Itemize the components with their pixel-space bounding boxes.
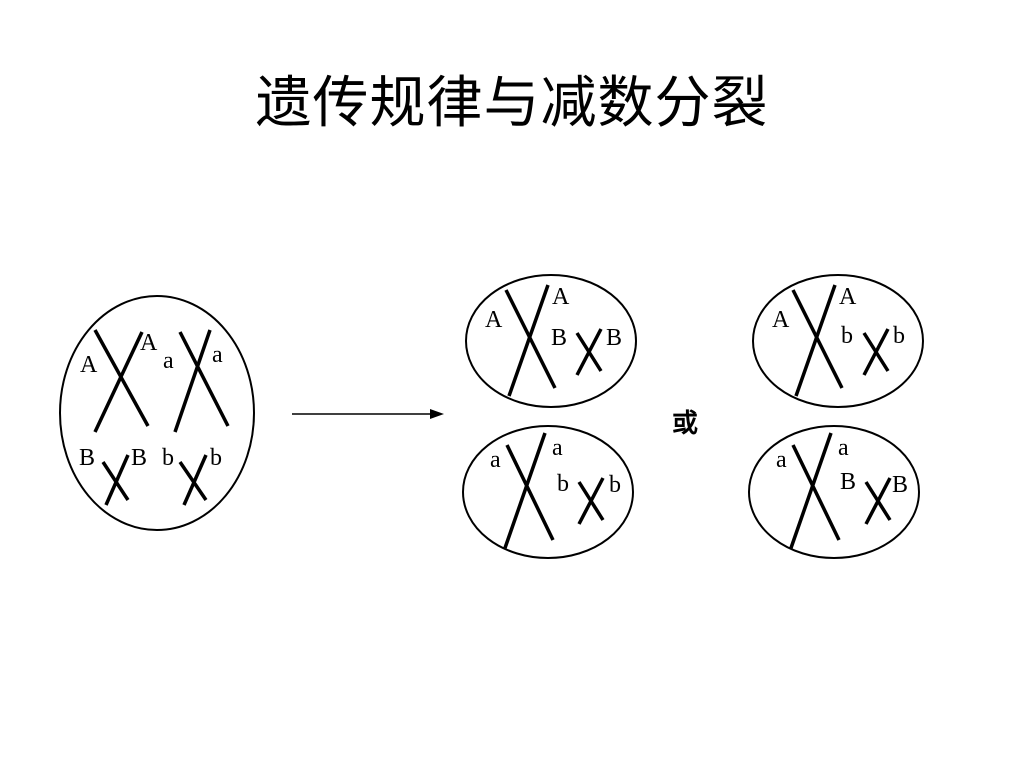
- chromosome-small-2: [862, 328, 890, 376]
- cell-membrane: [752, 274, 924, 408]
- cell-membrane: [748, 425, 920, 559]
- chromosome-A-2: [93, 331, 144, 433]
- label-large-left: A: [772, 307, 790, 333]
- label-large-right: A: [839, 284, 857, 310]
- chromosome-small-2: [575, 328, 603, 376]
- cell-membrane: [462, 425, 634, 559]
- label-large-left: a: [490, 447, 501, 473]
- chromosome-large-2: [507, 284, 550, 397]
- label-small-left: B: [551, 325, 567, 351]
- chromosome-small-2: [864, 477, 892, 525]
- chromosome-B-2: [104, 454, 130, 506]
- result-1-top-cell: A A B B: [465, 274, 637, 408]
- label-large-right: a: [552, 435, 563, 461]
- arrow-head: [430, 409, 444, 419]
- chromosome-large-2: [503, 432, 547, 549]
- label-large-right: a: [838, 435, 849, 461]
- result-1-bottom-cell: a a b b: [462, 425, 634, 559]
- chromosome-large-2: [794, 284, 837, 397]
- chromosome-large-2: [789, 432, 833, 549]
- result-2-top-cell: A A b b: [752, 274, 924, 408]
- label-large-left: a: [776, 447, 787, 473]
- slide-title: 遗传规律与减数分裂: [255, 71, 769, 136]
- or-connector: 或: [672, 409, 698, 438]
- label-B-right: B: [131, 445, 147, 471]
- chromosome-a-2: [173, 329, 212, 433]
- label-A-right: A: [140, 330, 158, 356]
- label-b-right: b: [210, 445, 222, 471]
- result-2-bottom-cell: a a B B: [748, 425, 920, 559]
- label-a-right: a: [212, 342, 223, 368]
- label-a-left: a: [163, 348, 174, 374]
- label-b-left: b: [162, 445, 174, 471]
- label-A-left: A: [80, 352, 98, 378]
- parent-cell: A A a a B B b b: [59, 295, 255, 531]
- label-small-right: b: [893, 323, 905, 349]
- chromosome-small-2: [577, 477, 605, 525]
- label-large-left: A: [485, 307, 503, 333]
- chromosome-large-1: [791, 444, 841, 541]
- chromosome-large-1: [505, 444, 555, 541]
- chromosome-b-2: [182, 454, 208, 506]
- parent-cell-membrane: [59, 295, 255, 531]
- label-B-left: B: [79, 445, 95, 471]
- label-small-right: b: [609, 472, 621, 498]
- chromosome-a-1: [178, 331, 230, 427]
- label-large-right: A: [552, 284, 570, 310]
- label-small-right: B: [892, 472, 908, 498]
- label-small-left: b: [841, 323, 853, 349]
- label-small-right: B: [606, 325, 622, 351]
- cell-membrane: [465, 274, 637, 408]
- arrow: [292, 409, 444, 419]
- label-small-left: B: [840, 469, 856, 495]
- label-small-left: b: [557, 471, 569, 497]
